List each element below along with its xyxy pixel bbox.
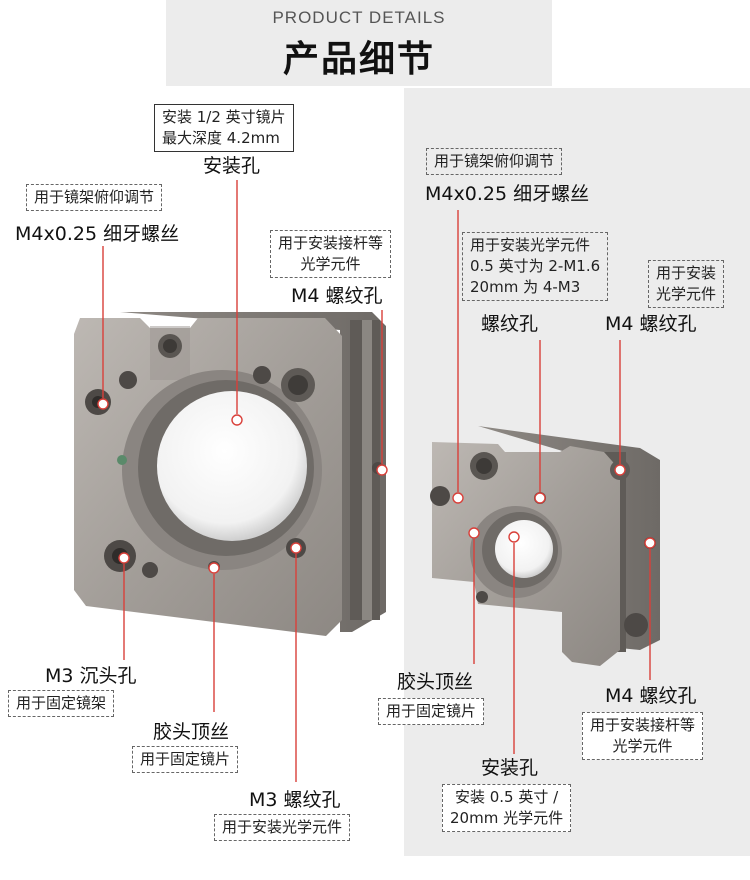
- left-m4-hole-label: M4 螺纹孔: [286, 284, 388, 308]
- left-m4-hole-note: 用于安装接杆等 光学元件: [270, 230, 392, 278]
- right-set-screw-label: 胶头顶丝: [392, 670, 479, 694]
- right-m4-side-label: M4 螺纹孔: [600, 684, 702, 708]
- right-thread-hole-label: 螺纹孔: [476, 312, 544, 336]
- header-banner: [166, 0, 552, 86]
- right-fine-thread-label: M4x0.25 细牙螺丝: [420, 182, 595, 206]
- left-set-screw-label: 胶头顶丝: [148, 720, 235, 744]
- left-fine-thread-note: 用于镜架俯仰调节: [26, 184, 163, 211]
- left-mount-hole-label: 安装孔: [198, 154, 266, 178]
- right-m4-top-note: 用于安装 光学元件: [648, 260, 725, 308]
- left-set-screw-note: 用于固定镜片: [132, 746, 239, 773]
- right-mount-hole-label: 安装孔: [476, 756, 544, 780]
- header-subtitle: PRODUCT DETAILS: [272, 8, 446, 27]
- right-m4-top-label: M4 螺纹孔: [600, 312, 702, 336]
- left-m3-hole-note: 用于安装光学元件: [214, 814, 351, 841]
- left-mount: [74, 312, 386, 636]
- left-m3-counterbore-label: M3 沉头孔: [40, 664, 142, 688]
- right-fine-thread-note: 用于镜架俯仰调节: [426, 148, 563, 175]
- left-fine-thread-label: M4x0.25 细牙螺丝: [10, 222, 185, 246]
- left-mount-hole-note: 安装 1/2 英寸镜片 最大深度 4.2mm: [154, 104, 294, 152]
- right-mount: [430, 426, 660, 666]
- left-leader-lines: [97, 180, 388, 782]
- right-m4-side-note: 用于安装接杆等 光学元件: [582, 712, 704, 760]
- right-leader-lines: [452, 210, 656, 754]
- header-title: 产品细节: [282, 39, 435, 80]
- left-m3-hole-label: M3 螺纹孔: [244, 788, 346, 812]
- right-thread-hole-note: 用于安装光学元件 0.5 英寸为 2-M1.6 20mm 为 4-M3: [462, 232, 609, 301]
- left-m3-counterbore-note: 用于固定镜架: [8, 690, 115, 717]
- right-set-screw-note: 用于固定镜片: [378, 698, 485, 725]
- right-mount-hole-note: 安装 0.5 英寸 / 20mm 光学元件: [442, 784, 572, 832]
